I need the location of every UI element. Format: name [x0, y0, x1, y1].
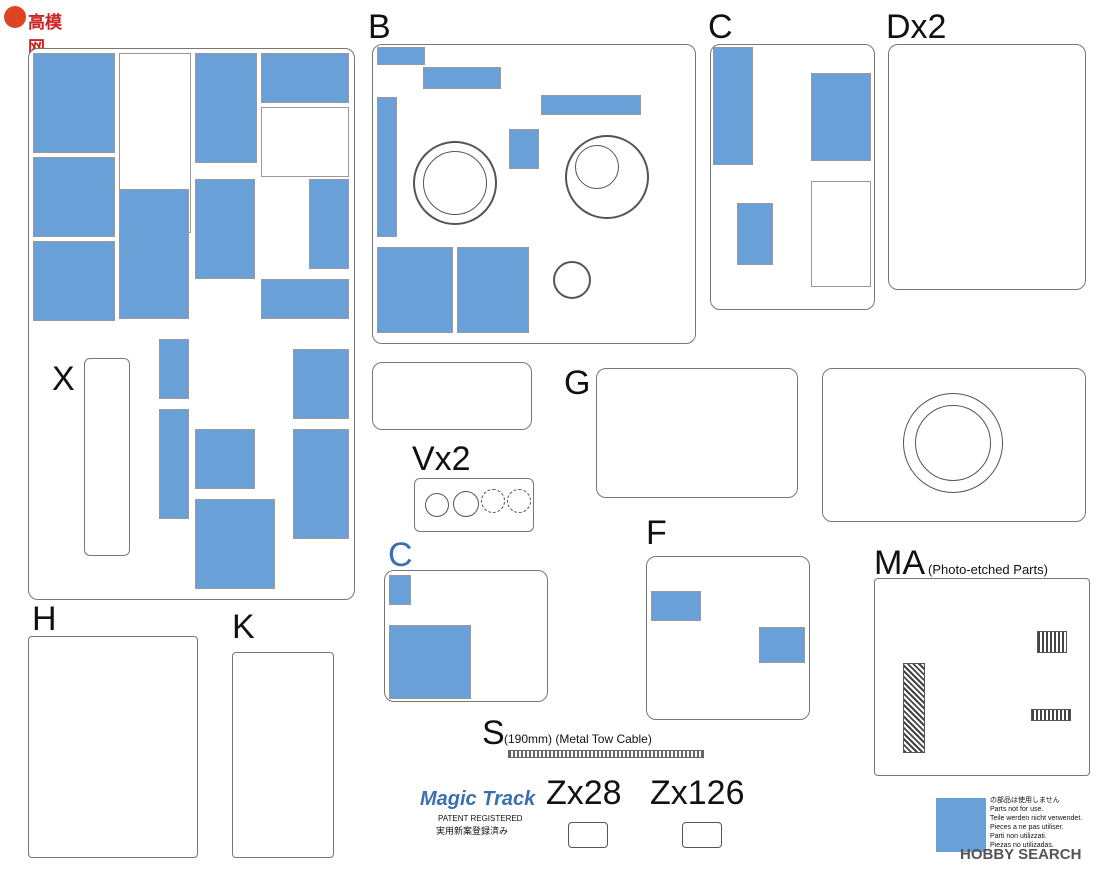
sprue-g — [596, 368, 798, 498]
sprue-x-label: X — [52, 360, 75, 398]
sprue-s-subtitle: (190mm) (Metal Tow Cable) — [504, 732, 652, 746]
sprue-s-label: S — [482, 714, 505, 752]
sprue-c2-label: C — [388, 536, 413, 574]
track-link-2 — [682, 822, 722, 848]
zx126-label: Zx126 — [650, 774, 745, 812]
track-link-1 — [568, 822, 608, 848]
magic-track-patent-jp: 実用新案登録済み — [436, 826, 509, 836]
legend-text: の部品は使用しません Parts not for use. Teile werd… — [990, 797, 1083, 849]
sprue-b — [372, 44, 696, 344]
zx28-label: Zx28 — [546, 774, 622, 812]
sprue-x — [84, 358, 130, 556]
site-logo: 高模网 — [4, 4, 74, 57]
sprue-f-label: F — [646, 514, 667, 552]
sprue-b-label: B — [368, 8, 391, 46]
sprue-hull — [822, 368, 1086, 522]
sprue-h-label: H — [32, 600, 57, 638]
tow-cable — [508, 750, 704, 758]
sprue-k — [232, 652, 334, 858]
sprue-a — [28, 48, 355, 600]
sprue-vx2-label: Vx2 — [412, 440, 471, 478]
sprue-g-label: G — [564, 364, 591, 402]
sprue-c — [710, 44, 875, 310]
sprue-ma-subtitle: (Photo-etched Parts) — [928, 562, 1048, 577]
sprue-k-label: K — [232, 608, 255, 646]
sprue-dx2 — [888, 44, 1086, 290]
hobby-search-watermark: HOBBY SEARCH — [960, 846, 1082, 863]
sprue-ma — [874, 578, 1090, 776]
magic-track-logo: Magic Track — [420, 788, 536, 810]
logo-icon — [4, 6, 26, 28]
sprue-f — [646, 556, 810, 720]
sprue-c2 — [384, 570, 548, 702]
sprue-ma-label: MA — [874, 544, 925, 582]
sprue-vx2 — [414, 478, 534, 532]
sprue-b-small — [372, 362, 532, 430]
legend-swatch — [936, 798, 986, 852]
magic-track-patent: PATENT REGISTERED — [438, 814, 523, 823]
sprue-dx2-label: Dx2 — [886, 8, 947, 46]
sprue-h — [28, 636, 198, 858]
sprue-c-label: C — [708, 8, 733, 46]
